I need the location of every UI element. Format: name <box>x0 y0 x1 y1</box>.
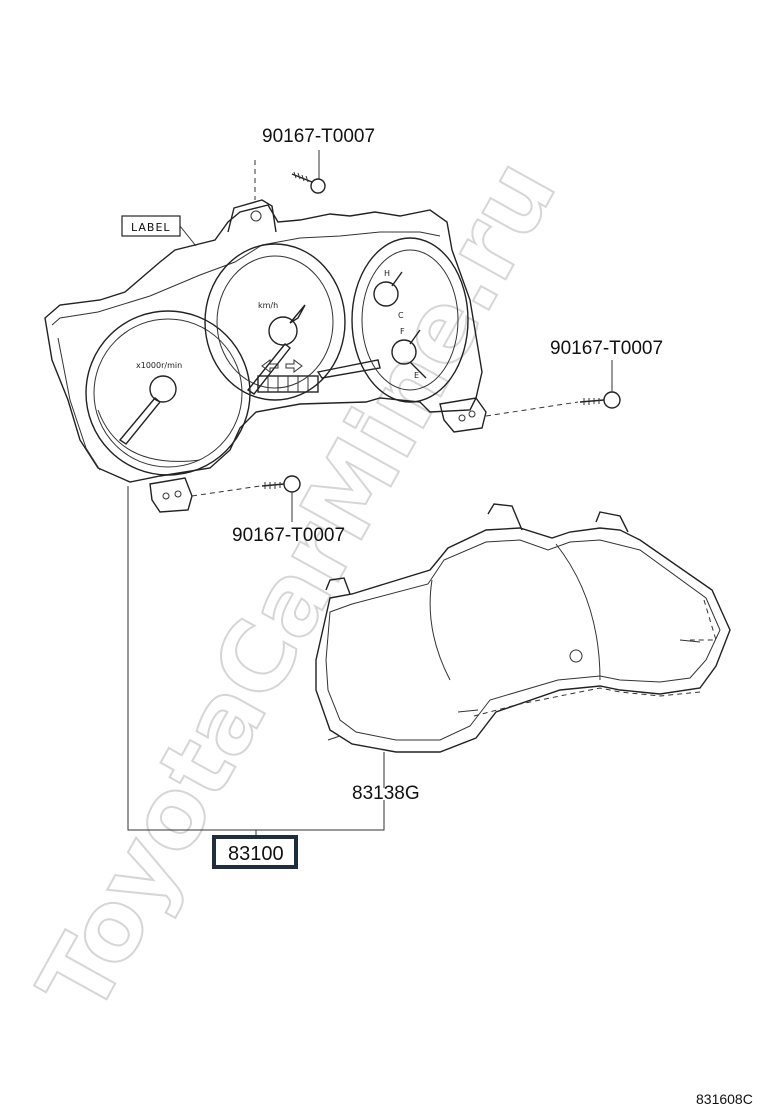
screw-right-part-number: 90167-T0007 <box>550 338 663 359</box>
combination-meter: x1000r/min km/h H C F E <box>44 199 487 513</box>
meter-lens-cover <box>315 503 731 753</box>
temp-low-label: C <box>398 311 404 320</box>
screw-right <box>485 391 621 417</box>
figure-code: 831608C <box>696 1091 753 1107</box>
watermark: ToyotaCarMine.ru <box>17 142 578 1031</box>
lens-cover-part-number: 83138G <box>352 783 420 804</box>
screw-bottom-part-number: 90167-T0007 <box>232 525 345 546</box>
fuel-full-label: F <box>400 327 405 336</box>
label-tag-text: LABEL <box>131 221 171 234</box>
fuel-empty-label: E <box>414 371 419 380</box>
assembly-part-box <box>212 835 298 869</box>
label-tag-leader <box>179 225 197 247</box>
screw-top <box>254 160 326 200</box>
screw-top-part-number: 90167-T0007 <box>262 126 375 147</box>
screw-bottom <box>191 475 301 497</box>
speedometer-unit-label: km/h <box>258 301 278 310</box>
tachometer-unit-label: x1000r/min <box>136 361 182 370</box>
assembly-part-number: 83100 <box>228 843 284 865</box>
label-tag-box <box>121 215 181 237</box>
temp-high-label: H <box>384 269 390 278</box>
